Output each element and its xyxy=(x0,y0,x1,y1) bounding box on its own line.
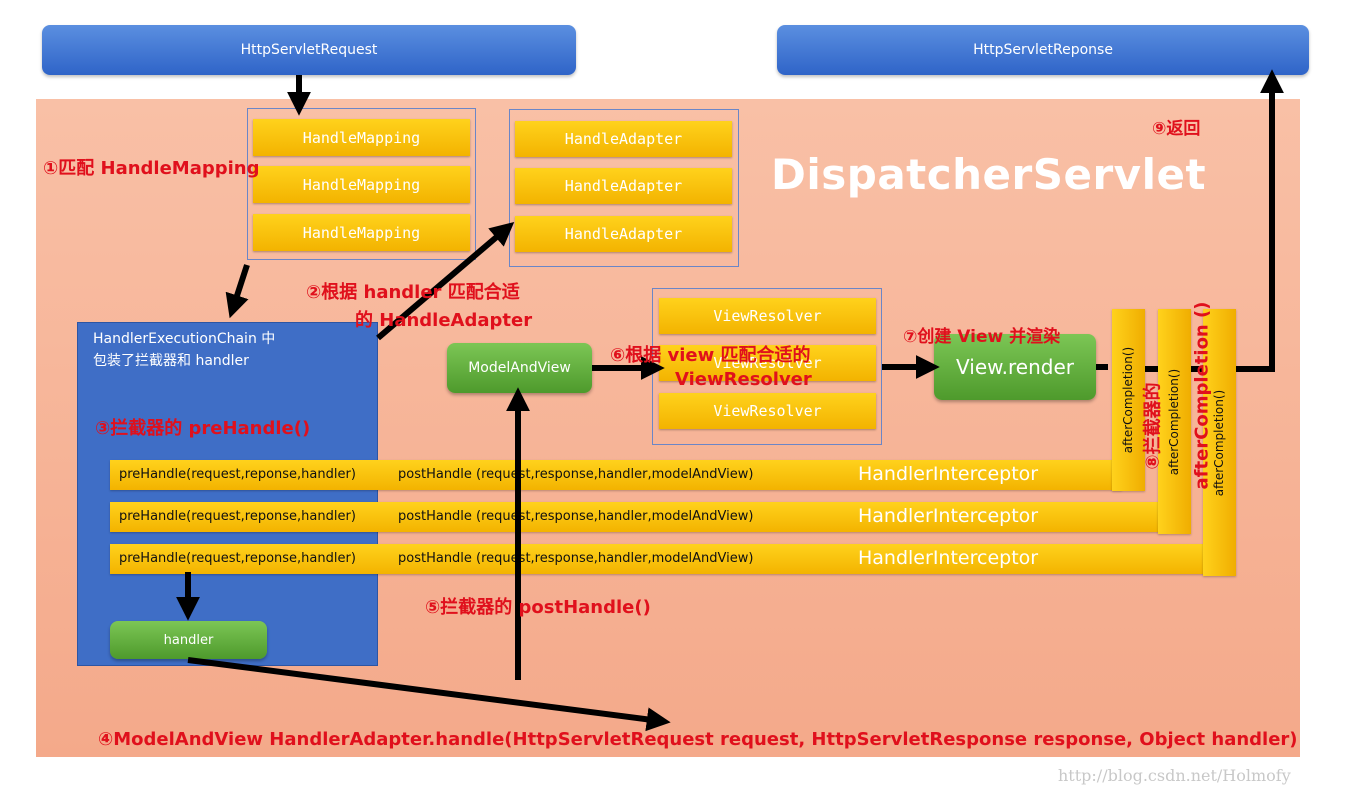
handle-adapter-box: HandleAdapter xyxy=(515,121,732,157)
after-completion-bar: afterCompletion() xyxy=(1158,309,1191,534)
watermark: http://blog.csdn.net/Holmofy xyxy=(1058,766,1291,785)
handler-interceptor-row-1: preHandle(request,reponse,handler) postH… xyxy=(110,460,1122,490)
step-1-label: ①匹配 HandleMapping xyxy=(43,158,260,179)
step-6-label-b: ViewResolver xyxy=(675,369,812,390)
http-servlet-request-bar: HttpServletRequest xyxy=(42,25,576,75)
after-completion-bar: afterCompletion() xyxy=(1112,309,1145,491)
step-8-label-a: ⑧拦截器的 xyxy=(1142,382,1164,470)
pre-handle-label: preHandle(request,reponse,handler) xyxy=(119,509,356,524)
step-9-label: ⑨返回 xyxy=(1152,119,1201,139)
request-label: HttpServletRequest xyxy=(240,42,378,58)
interceptor-name: HandlerInterceptor xyxy=(858,547,1039,569)
http-servlet-response-bar: HttpServletReponse xyxy=(777,25,1309,75)
model-and-view-box: ModelAndView xyxy=(447,343,592,393)
post-handle-label: postHandle (request,response,handler,mod… xyxy=(398,509,754,524)
view-resolver-box: ViewResolver xyxy=(659,298,876,334)
step-2-label-a: ②根据 handler 匹配合适 xyxy=(306,282,520,303)
handle-adapter-group xyxy=(509,109,739,267)
step-8-label-b: afterCompletion () xyxy=(1191,301,1213,490)
chain-line-1: HandlerExecutionChain 中 xyxy=(93,331,276,347)
step-6-label-a: ⑥根据 view 匹配合适的 xyxy=(610,345,811,366)
handle-mapping-box: HandleMapping xyxy=(253,119,470,156)
step-2-label-b: 的 HandleAdapter xyxy=(355,310,533,331)
after-completion-bar: afterCompletion() xyxy=(1203,309,1236,576)
chain-line-2: 包装了拦截器和 handler xyxy=(93,353,249,369)
arrow-handler-to-handle xyxy=(187,657,671,732)
arrow-chain-to-adapter xyxy=(376,221,515,341)
view-resolver-box: ViewResolver xyxy=(659,393,876,429)
arrow-return-to-response xyxy=(1236,69,1284,372)
step-4-label: ④ModelAndView HandlerAdapter.handle(Http… xyxy=(98,729,1298,750)
response-label: HttpServletReponse xyxy=(973,42,1113,58)
post-handle-label: postHandle (request,response,handler,mod… xyxy=(398,467,754,482)
step-5-label: ⑤拦截器的 postHandle() xyxy=(425,597,651,618)
step-7-label: ⑦创建 View 并渲染 xyxy=(903,327,1061,347)
handle-adapter-box: HandleAdapter xyxy=(515,216,732,252)
handle-mapping-box: HandleMapping xyxy=(253,214,470,251)
pre-handle-label: preHandle(request,reponse,handler) xyxy=(119,467,356,482)
post-handle-label: postHandle (request,response,handler,mod… xyxy=(398,551,754,566)
step-3-label: ③拦截器的 preHandle() xyxy=(95,418,311,439)
handler-execution-chain xyxy=(77,322,378,666)
view-render-box: View.render xyxy=(934,334,1096,400)
handle-mapping-box: HandleMapping xyxy=(253,166,470,203)
interceptor-name: HandlerInterceptor xyxy=(858,463,1039,485)
handler-interceptor-row-3: preHandle(request,reponse,handler) postH… xyxy=(110,544,1210,574)
dispatcher-servlet-title: DispatcherServlet xyxy=(771,150,1207,199)
handle-mapping-group xyxy=(247,108,476,260)
view-resolver-box: ViewResolver xyxy=(659,345,876,381)
handler-box: handler xyxy=(110,621,267,659)
arrow-mapping-to-chain xyxy=(225,264,250,319)
pre-handle-label: preHandle(request,reponse,handler) xyxy=(119,551,356,566)
handler-interceptor-row-2: preHandle(request,reponse,handler) postH… xyxy=(110,502,1168,532)
interceptor-name: HandlerInterceptor xyxy=(858,505,1039,527)
handle-adapter-box: HandleAdapter xyxy=(515,168,732,204)
